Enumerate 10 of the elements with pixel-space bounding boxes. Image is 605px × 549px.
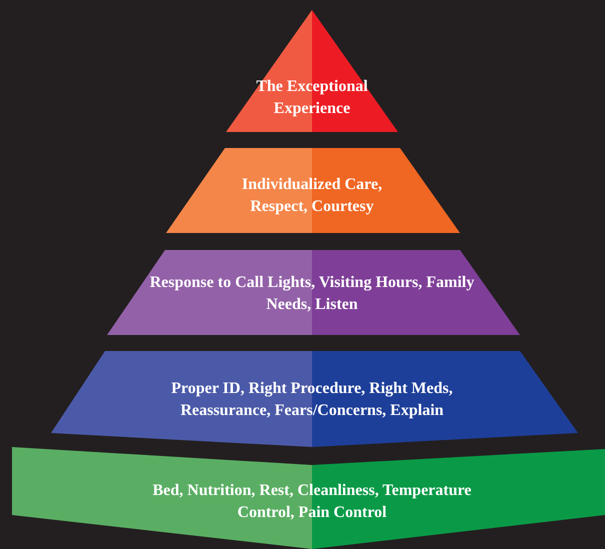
pyramid-tier (107, 250, 520, 335)
tier-label: Individualized Care, Respect, Courtesy (240, 175, 384, 217)
pyramid-tier (12, 447, 605, 549)
tier-label: Proper ID, Right Procedure, Right Meds, Reassurance, Fears/Concerns, Explain (170, 379, 454, 421)
pyramid-tier (226, 10, 398, 132)
tier-label: The Exceptional Experience (255, 77, 369, 119)
pyramid-tier (166, 148, 460, 233)
tier-label: Bed, Nutrition, Rest, Cleanliness, Temperature Control, Pain Control (152, 481, 472, 523)
tier-label: Response to Call Lights, Visiting Hours, Family Needs, Listen (148, 273, 476, 315)
pyramid-tier (51, 351, 578, 447)
